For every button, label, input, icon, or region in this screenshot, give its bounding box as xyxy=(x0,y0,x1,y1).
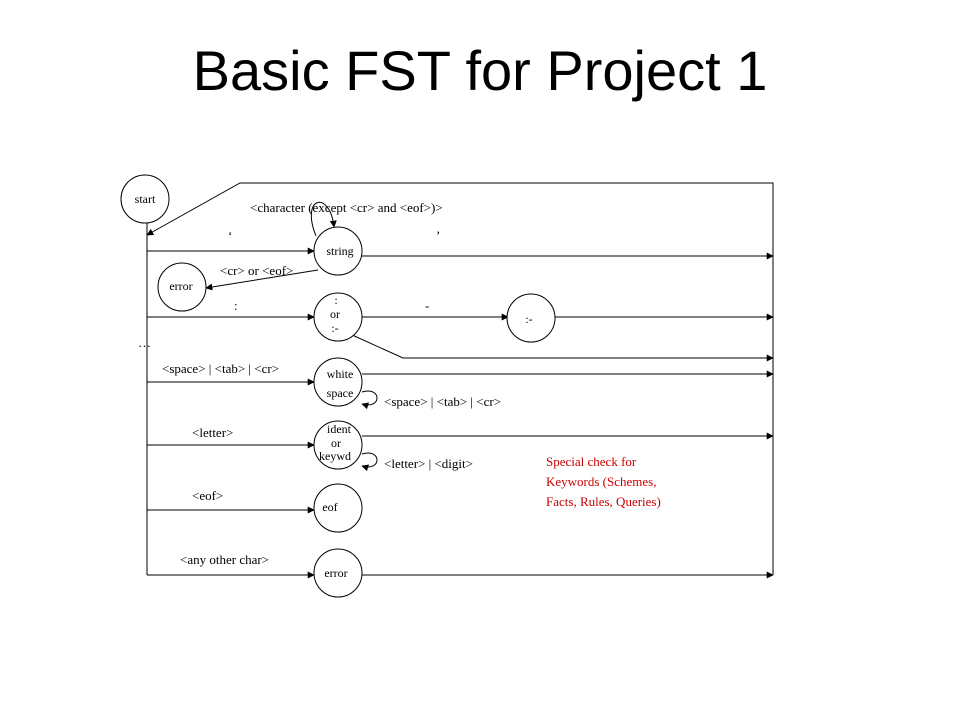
note-line-3: Facts, Rules, Queries) xyxy=(546,494,661,509)
node-white-line2: space xyxy=(327,386,354,400)
label-ellipsis: … xyxy=(138,335,151,350)
node-colon-line3: :- xyxy=(331,321,338,335)
node-ident-line2: or xyxy=(331,436,341,450)
slide-title: Basic FST for Project 1 xyxy=(192,39,768,102)
note-line-2: Keywords (Schemes, xyxy=(546,474,656,489)
node-colon-line1: : xyxy=(334,293,337,307)
loop-white xyxy=(361,390,378,410)
node-error-bottom: error xyxy=(313,548,363,598)
node-ident-line1: ident xyxy=(327,422,352,436)
label-whitespace-loop: <space> | <tab> | <cr> xyxy=(384,394,501,409)
label-cr-or-eof: <cr> or <eof> xyxy=(220,263,293,278)
node-colon-dash-label: :- xyxy=(525,312,532,326)
edge-string-error xyxy=(205,269,319,291)
label-any-other: <any other char> xyxy=(180,552,269,567)
node-white-line1: white xyxy=(327,367,354,381)
label-eof: <eof> xyxy=(192,488,223,503)
node-error-top: error xyxy=(157,262,207,312)
node-whitespace: white space xyxy=(313,357,363,407)
label-dash: - xyxy=(425,298,429,313)
label-colon: : xyxy=(234,298,238,313)
label-ident-loop: <letter> | <digit> xyxy=(384,456,473,471)
node-ident-line3: keywd xyxy=(319,449,351,463)
return-edge xyxy=(146,182,774,575)
label-whitespace-in: <space> | <tab> | <cr> xyxy=(162,361,279,376)
node-string: string xyxy=(313,226,363,276)
node-string-label: string xyxy=(326,244,353,258)
node-error-bottom-label: error xyxy=(324,566,347,580)
keyword-note: Special check for Keywords (Schemes, Fac… xyxy=(546,454,661,509)
node-start-label: start xyxy=(135,192,156,206)
edge-colon-out xyxy=(349,333,774,362)
loop-ident xyxy=(361,452,378,472)
node-colon-dash: :- xyxy=(506,293,556,343)
node-error-top-label: error xyxy=(169,279,192,293)
node-eof: eof xyxy=(313,483,363,533)
node-eof-label: eof xyxy=(322,500,337,514)
label-letter: <letter> xyxy=(192,425,233,440)
note-line-1: Special check for xyxy=(546,454,637,469)
loop-string xyxy=(310,201,337,237)
label-quote-open: ‘ xyxy=(228,228,232,243)
node-start: start xyxy=(120,174,170,224)
node-colon: : or :- xyxy=(313,292,363,342)
label-string-loop: <character (except <cr> and <eof>)> xyxy=(250,200,443,215)
label-quote-close: ’ xyxy=(436,228,440,243)
node-colon-line2: or xyxy=(330,307,340,321)
node-ident: ident or keywd xyxy=(313,420,363,470)
